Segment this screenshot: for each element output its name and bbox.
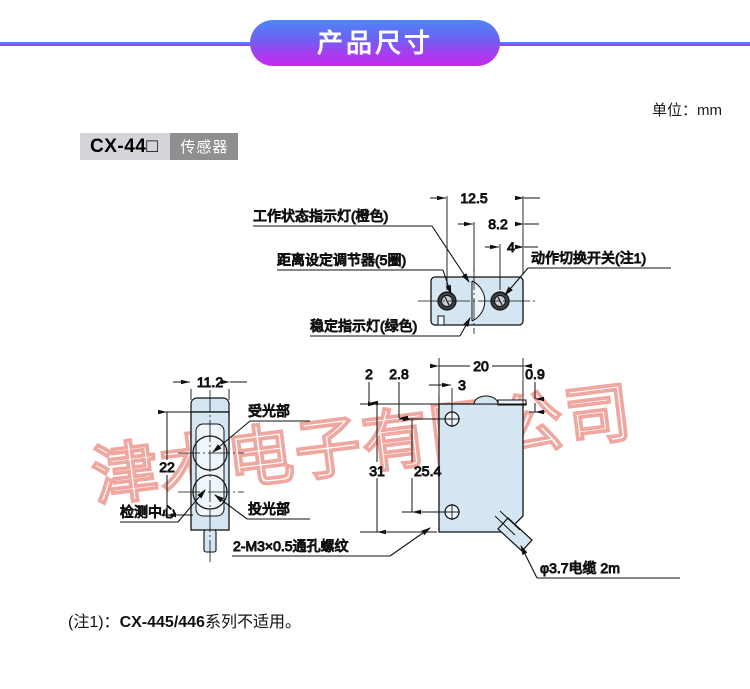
section-title-pill: 产品尺寸 <box>250 20 500 66</box>
callout-operation-indicator: 工作状态指示灯(橙色) <box>253 208 388 224</box>
callout-emitter: 投光部 <box>248 501 290 517</box>
top-view-dome <box>471 280 486 322</box>
mounting-hole-bottom <box>444 504 460 520</box>
model-kind-badge: 传感器 <box>170 133 239 160</box>
model-code-badge: CX-44□ <box>80 133 171 160</box>
callout-operation-switch: 动作切换开关(注1) <box>531 250 646 266</box>
dim-4-label: 4 <box>507 239 515 255</box>
top-view-group: 12.5 8.2 4 <box>253 190 671 337</box>
dim-8-2-label: 8.2 <box>488 216 508 232</box>
footnote-prefix: (注1)： <box>68 614 120 631</box>
cable-boot <box>497 517 533 552</box>
dim-12-5-label: 12.5 <box>460 190 487 206</box>
dim-20-label: 20 <box>473 358 489 374</box>
company-watermark: 津木电子有限公司 <box>87 374 638 515</box>
distance-adjuster-knob <box>437 291 457 311</box>
dim-11-2-label: 11.2 <box>197 374 223 390</box>
dim-2-8-label: 2.8 <box>389 366 409 382</box>
top-view-body <box>430 276 524 326</box>
footnote-model: CX-445/446 <box>119 614 205 631</box>
dim-2-label: 2 <box>365 366 373 382</box>
callout-thread: 2-M3×0.5通孔螺纹 <box>233 538 349 554</box>
page-header: 产品尺寸 <box>0 0 750 80</box>
callout-cable: φ3.7电缆 2m <box>540 560 620 576</box>
page-title: 产品尺寸 <box>316 28 433 58</box>
model-label-group: CX-44□ 传感器 <box>80 133 239 160</box>
callout-distance-adjuster: 距离设定调节器(5圈) <box>277 252 406 268</box>
unit-label: 单位：mm <box>652 102 722 119</box>
operation-switch-knob <box>490 291 510 311</box>
footnote-suffix: 系列不适用。 <box>204 614 301 631</box>
callout-stability-indicator: 稳定指示灯(绿色) <box>310 318 417 334</box>
footnote: (注1)：CX-445/446系列不适用。 <box>68 608 301 632</box>
front-view-cable-stub <box>203 529 217 553</box>
